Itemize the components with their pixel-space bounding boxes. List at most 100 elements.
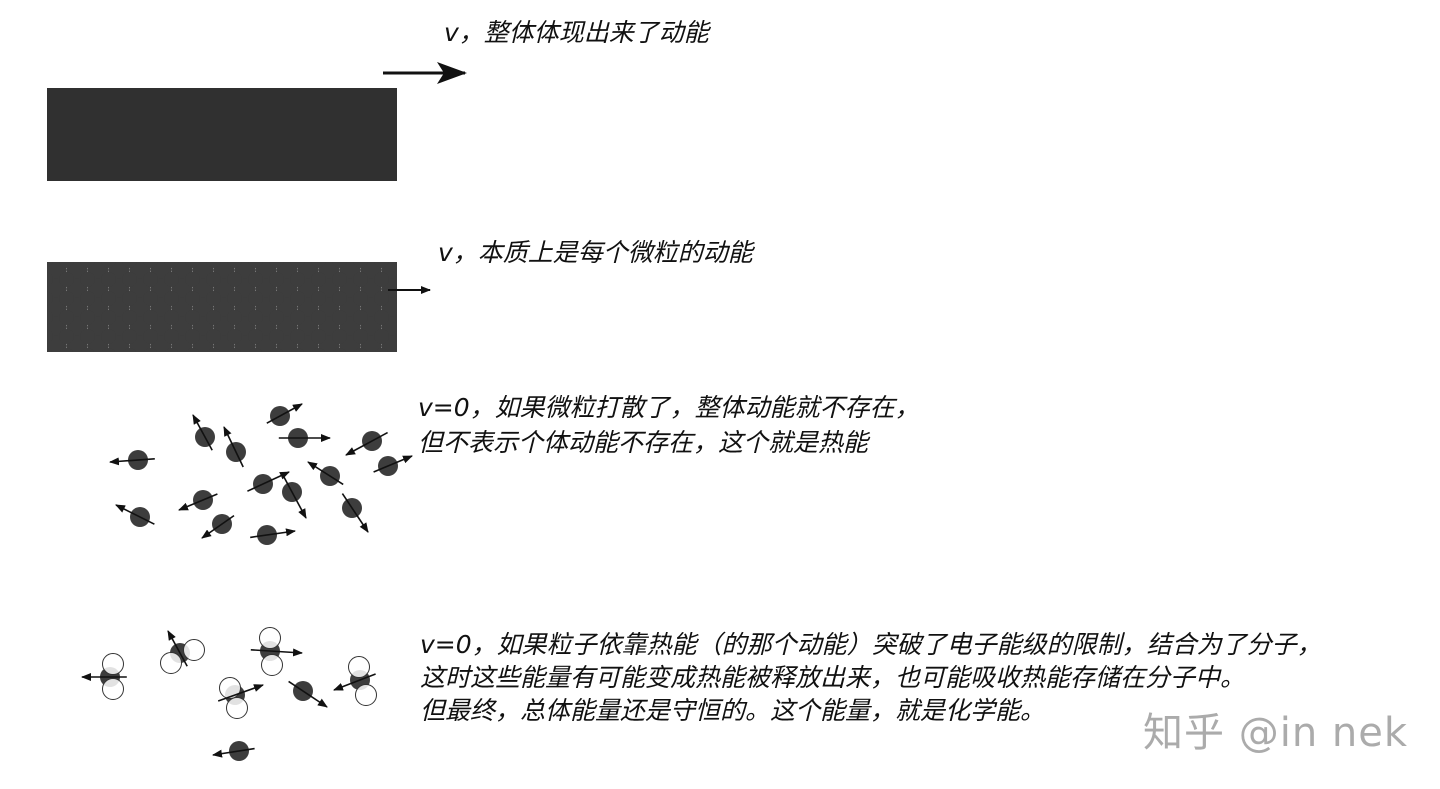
molecule [333,656,377,706]
lattice-particle [164,272,179,287]
lattice-particle [185,262,200,268]
thermal-particle [282,476,307,519]
thermal-energy-caption: v=0，如果微粒打散了，整体动能就不存在， 但不表示个体动能不存在，这个就是热能 [418,390,920,460]
lattice-particle [164,348,179,352]
particle-block-panel [47,262,431,352]
lattice-particle [353,310,368,325]
lattice-particle [101,272,116,287]
thermal-particle [178,490,218,511]
lattice-particle [80,262,95,268]
lattice-particle [122,348,137,352]
molecule [250,627,303,676]
lattice-particle [143,262,158,268]
lattice-particle [395,293,397,304]
lattice-particle [185,291,200,306]
molecule-particles [81,627,377,761]
lattice-particle [332,262,347,268]
lattice-particle [47,291,53,306]
caption-line: 但不表示个体动能不存在，这个就是热能 [418,428,869,457]
thermal-particle [250,525,296,545]
lattice-particle [101,262,116,268]
lattice-particle [332,291,347,306]
lattice-particle [290,310,305,325]
molecule [160,630,205,674]
lattice-particle [206,348,221,352]
lattice-particle [143,348,158,352]
lattice-particle [353,348,368,352]
lattice-particle [311,310,326,325]
lattice-particle [122,310,137,325]
chemical-energy-caption: v=0，如果粒子依靠热能（的那个动能）突破了电子能级的限制，结合为了分子， 这时… [420,628,1322,727]
lattice-particle [311,262,326,268]
lattice-particle [227,329,242,344]
lattice-particle [101,291,116,306]
lattice-particle [47,272,53,287]
lattice-particle [206,272,221,287]
lattice-particle [164,329,179,344]
lattice-particle [374,262,389,268]
lattice-particle [122,262,137,268]
thermal-particle [278,428,331,448]
lattice-particle [269,310,284,325]
caption-line: v=0，如果粒子依靠热能（的那个动能）突破了电子能级的限制，结合为了分子， [420,630,1322,659]
lattice-particle [47,329,53,344]
lattice-particle [206,291,221,306]
lattice-particle [101,348,116,352]
thermal-particle [109,450,155,470]
lattice-particle [395,312,397,323]
lattice-particle [395,331,397,342]
lattice-particle [122,272,137,287]
lattice-particle [164,310,179,325]
lattice-particle [248,262,263,268]
particle-block-caption: v，本质上是每个微粒的动能 [438,238,753,267]
lattice-particle [395,274,397,285]
molecule [81,653,127,700]
lattice-particle [143,291,158,306]
lattice-particle [143,272,158,287]
lattice-particle [332,348,347,352]
lattice-particle [290,329,305,344]
lattice-particle [122,291,137,306]
lattice-particle [395,350,397,352]
lattice-particle [290,348,305,352]
particle-lattice [47,262,397,352]
thermal-particle [247,471,290,494]
lattice-particle [248,329,263,344]
lattice-particle [164,291,179,306]
lattice-particle [269,329,284,344]
lattice-particle [290,262,305,268]
lattice-particle [311,348,326,352]
lattice-particle [59,272,74,287]
lattice-particle [269,262,284,268]
lattice-particle [374,348,389,352]
lattice-particle [227,310,242,325]
lattice-particle [206,310,221,325]
lattice-particle [353,272,368,287]
lattice-particle [185,348,200,352]
lattice-particle [332,329,347,344]
lattice-particle [353,329,368,344]
caption-line: 这时这些能量有可能变成热能被释放出来，也可能吸收热能存储在分子中。 [420,663,1246,692]
lattice-particle [395,262,397,266]
lattice-particle [59,348,74,352]
thermal-particle [115,504,155,527]
lattice-particle [47,310,53,325]
lattice-particle [374,291,389,306]
lattice-particle [269,348,284,352]
lattice-particle [59,310,74,325]
lattice-particle [80,329,95,344]
lattice-particle [80,291,95,306]
lattice-particle [206,329,221,344]
lattice-particle [47,348,53,352]
molecule [212,741,255,761]
lattice-particle [353,262,368,268]
molecule [217,677,264,719]
thermal-particle [341,493,369,533]
lattice-particle [374,272,389,287]
lattice-particle [164,262,179,268]
lattice-particle [248,272,263,287]
lattice-particle [374,310,389,325]
lattice-particle [311,272,326,287]
lattice-particle [101,310,116,325]
lattice-particle [59,329,74,344]
